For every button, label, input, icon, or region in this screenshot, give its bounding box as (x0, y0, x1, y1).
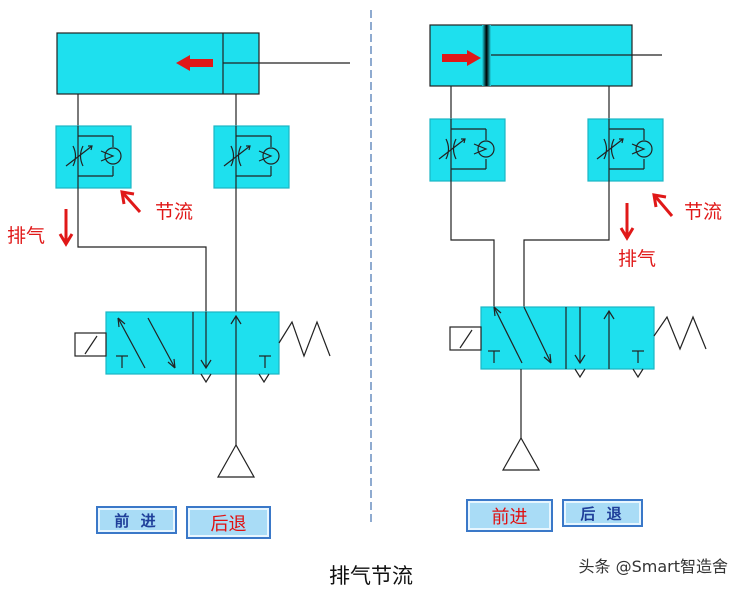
left-exhaust-arrow (58, 209, 74, 247)
right-directional-valve (449, 306, 707, 379)
left-piston-direction-arrow (176, 55, 213, 71)
right-piston (482, 25, 491, 86)
left-throttle-label: 节流 (155, 201, 194, 223)
left-directional-valve (74, 311, 331, 384)
left-throttle-arrow (120, 190, 142, 214)
left-air-supply-symbol (216, 443, 256, 478)
right-flow-control-valve-b (587, 118, 664, 182)
left-circuit (55, 32, 350, 478)
left-backward-button[interactable]: 后退 (186, 506, 271, 539)
right-air-supply-symbol (501, 436, 541, 471)
right-throttle-arrow (652, 193, 674, 217)
left-flow-control-valve-a (55, 125, 132, 189)
right-exhaust-arrow (619, 203, 635, 241)
figure-caption: 排气节流 (329, 564, 413, 588)
left-forward-button[interactable]: 前 进 (96, 506, 177, 534)
right-circuit (429, 24, 707, 471)
watermark: 头条 @Smart智造舍 (578, 557, 729, 576)
left-flow-control-valve-b (213, 125, 290, 189)
right-piston-direction-arrow (442, 50, 481, 66)
right-backward-button[interactable]: 后 退 (562, 499, 643, 527)
right-forward-button[interactable]: 前进 (466, 499, 553, 532)
left-exhaust-label: 排气 (7, 225, 46, 247)
right-flow-control-valve-a (429, 118, 506, 182)
right-exhaust-label: 排气 (618, 248, 657, 270)
right-throttle-label: 节流 (684, 201, 723, 223)
